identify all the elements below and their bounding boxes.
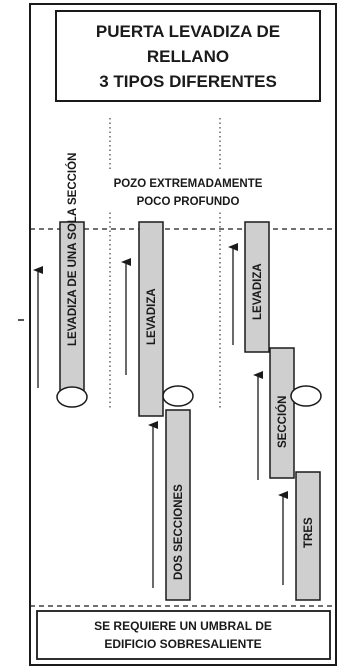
footer-line-1: SE REQUIERE UN UMBRAL DE (94, 619, 272, 633)
two-section-wheel (162, 385, 194, 407)
two-section-lower-panel (165, 409, 191, 601)
three-section-bottom-panel (295, 471, 321, 601)
footer-box (36, 610, 331, 660)
outer-frame (29, 3, 337, 666)
three-section-top-label: LEVADIZA (252, 263, 264, 320)
footer-line-2: EDIFICIO SOBRESALIENTE (104, 637, 261, 651)
two-section-lower-label: DOS SECCIONES (173, 484, 185, 580)
two-section-upper-label: LEVADIZA (146, 288, 158, 345)
title-line-1: PUERTA LEVADIZA DE (96, 22, 280, 41)
two-section-upper-panel (138, 221, 164, 417)
title-box (55, 10, 321, 102)
title-line-2: RELLANO (147, 47, 229, 66)
pit-note-background (75, 170, 300, 212)
three-section-wheel (290, 385, 322, 407)
single-section-wheel (56, 386, 88, 408)
pit-note-line-2: POCO PROFUNDO (137, 196, 240, 208)
three-section-top-panel (244, 221, 270, 353)
three-section-middle-panel (269, 347, 295, 479)
three-section-bottom-label: TRES (303, 517, 315, 548)
title-line-3: 3 TIPOS DIFERENTES (99, 72, 277, 91)
single-section-label: LEVADIZA DE UNA SOLA SECCIÓN (66, 153, 79, 346)
three-section-middle-label: SECCIÓN (276, 396, 289, 448)
pit-note-line-1: POZO EXTREMADAMENTE (114, 178, 263, 190)
single-section-panel (59, 221, 85, 393)
